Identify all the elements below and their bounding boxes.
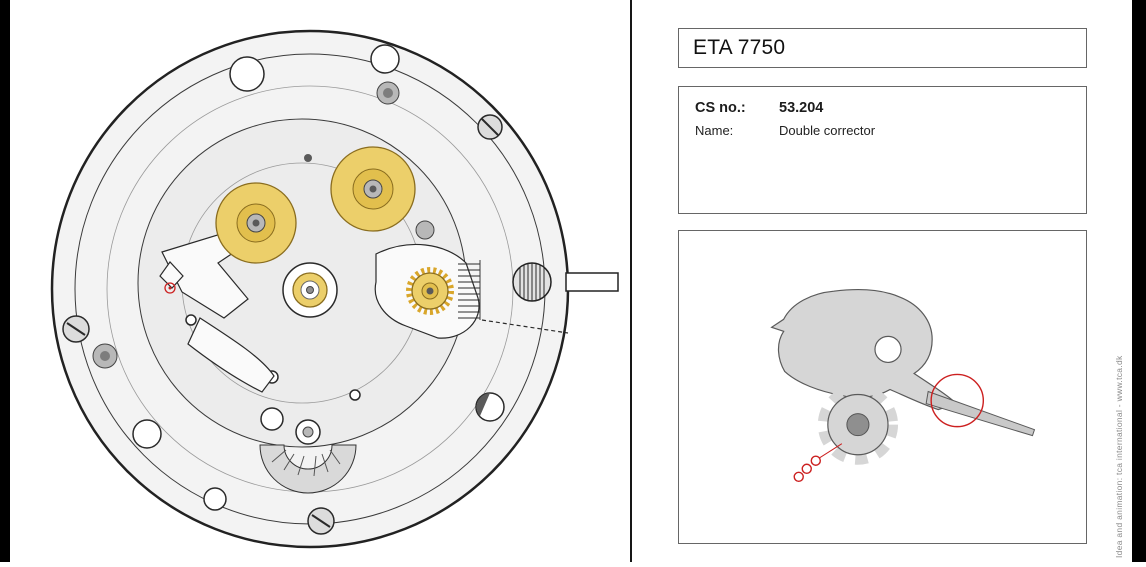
- part-name-label: Name:: [695, 123, 734, 138]
- hole-notch: [476, 393, 490, 416]
- info-panel: ETA 7750 CS no.: 53.204 Name: Double cor…: [632, 0, 1132, 562]
- jewel-center: [383, 88, 393, 98]
- screw: [307, 507, 335, 535]
- corrector-lever[interactable]: [187, 317, 275, 393]
- left-edge-bar: [0, 0, 10, 562]
- spring-chain-marker: [793, 443, 843, 483]
- center-wheel[interactable]: [282, 262, 338, 318]
- corrector-hole: [874, 335, 902, 364]
- right-edge-bar: [1132, 0, 1146, 562]
- part-name-row: Name: Double corrector: [695, 123, 1070, 138]
- pivot-hole: [185, 314, 197, 326]
- part-info-box: CS no.: 53.204 Name: Double corrector: [678, 86, 1087, 214]
- plate-hole: [229, 56, 265, 92]
- setting-mechanism[interactable]: [374, 243, 569, 339]
- plate-hole: [203, 487, 227, 511]
- part-name-value: Double corrector: [779, 123, 876, 138]
- plate-hole: [132, 419, 162, 449]
- screw: [62, 315, 90, 343]
- highlight-circle: [930, 373, 985, 428]
- credit-text: Idea and animation: tca international - …: [1114, 355, 1124, 558]
- red-marker-dot: [168, 286, 172, 290]
- screw: [477, 114, 503, 140]
- plate-hole: [370, 44, 400, 74]
- cs-number-row: CS no.: 53.204: [695, 100, 1070, 116]
- title-box: ETA 7750: [678, 28, 1087, 68]
- corrector-lever[interactable]: [159, 261, 184, 289]
- date-corrector-wheel-right[interactable]: [330, 146, 416, 232]
- movement-diagram[interactable]: [10, 0, 630, 562]
- part-detail-illustration: [770, 289, 1036, 483]
- ratchet-sector[interactable]: [259, 407, 357, 494]
- cs-number-value: 53.204: [779, 100, 824, 116]
- date-corrector-wheel-left[interactable]: [215, 182, 297, 264]
- star-wheel: [817, 384, 899, 465]
- pivot-hole: [349, 389, 361, 401]
- jewel-center: [100, 351, 110, 361]
- page-title: ETA 7750: [693, 36, 786, 59]
- pivot-dot: [304, 154, 312, 162]
- part-detail-box: [678, 230, 1087, 544]
- cs-number-label: CS no.:: [695, 100, 746, 116]
- red-marker: [164, 282, 176, 294]
- corrector-body: [770, 289, 958, 411]
- winding-stem[interactable]: [512, 262, 619, 302]
- movement-panel: [10, 0, 630, 562]
- panel-divider: [630, 0, 632, 562]
- jewel: [415, 220, 435, 240]
